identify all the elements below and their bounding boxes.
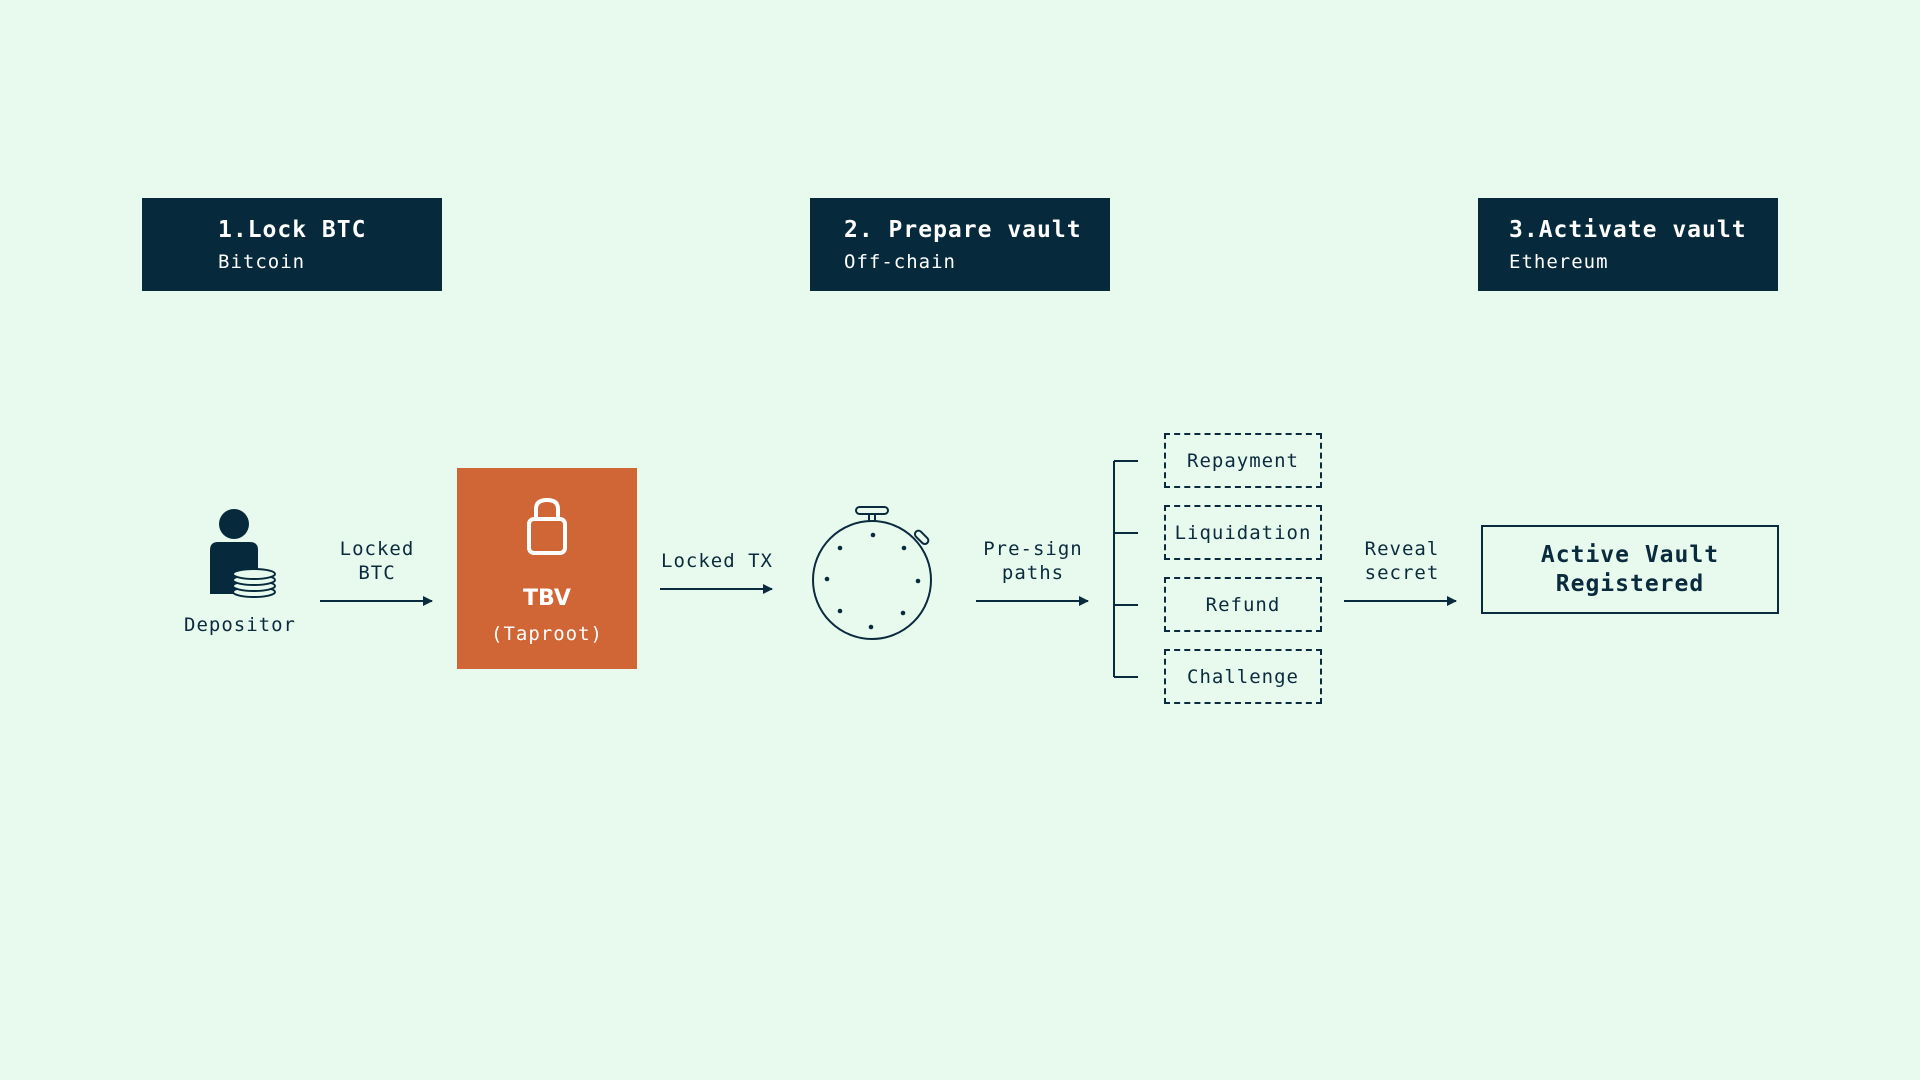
path-box-refund: Refund [1164, 577, 1322, 632]
phase-title: 2. Prepare vault [844, 217, 1082, 243]
path-box-challenge: Challenge [1164, 649, 1322, 704]
tbv-subtitle: (Taproot) [491, 623, 603, 645]
phase-header-lock-btc: 1.Lock BTC Bitcoin [142, 198, 442, 291]
phase-header-activate-vault: 3.Activate vault Ethereum [1478, 198, 1778, 291]
arrow-label-locked-tx: Locked TX [661, 550, 773, 572]
phase-title: 3.Activate vault [1509, 217, 1747, 243]
phase-subtitle: Bitcoin [218, 251, 306, 273]
coins-icon [232, 568, 276, 598]
paths-bracket [1113, 460, 1138, 678]
arrow-label-locked-btc: Locked BTC [339, 538, 415, 584]
path-box-repayment: Repayment [1164, 433, 1322, 488]
stopwatch-icon [812, 506, 932, 640]
tbv-box: TBV (Taproot) [457, 468, 637, 669]
phase-subtitle: Off-chain [844, 251, 956, 273]
phase-subtitle: Ethereum [1509, 251, 1609, 273]
padlock-icon [527, 497, 567, 555]
active-vault-box: Active Vault Registered [1481, 525, 1779, 614]
arrow-label-presign-paths: Pre-sign paths [983, 538, 1083, 584]
depositor-label: Depositor [184, 614, 296, 636]
tbv-title: TBV [523, 586, 571, 611]
depositor-icon [210, 509, 276, 598]
arrow-label-reveal-secret: Reveal secret [1364, 538, 1440, 584]
phase-header-prepare-vault: 2. Prepare vault Off-chain [810, 198, 1110, 291]
phase-title: 1.Lock BTC [218, 217, 367, 243]
path-box-liquidation: Liquidation [1164, 505, 1322, 560]
